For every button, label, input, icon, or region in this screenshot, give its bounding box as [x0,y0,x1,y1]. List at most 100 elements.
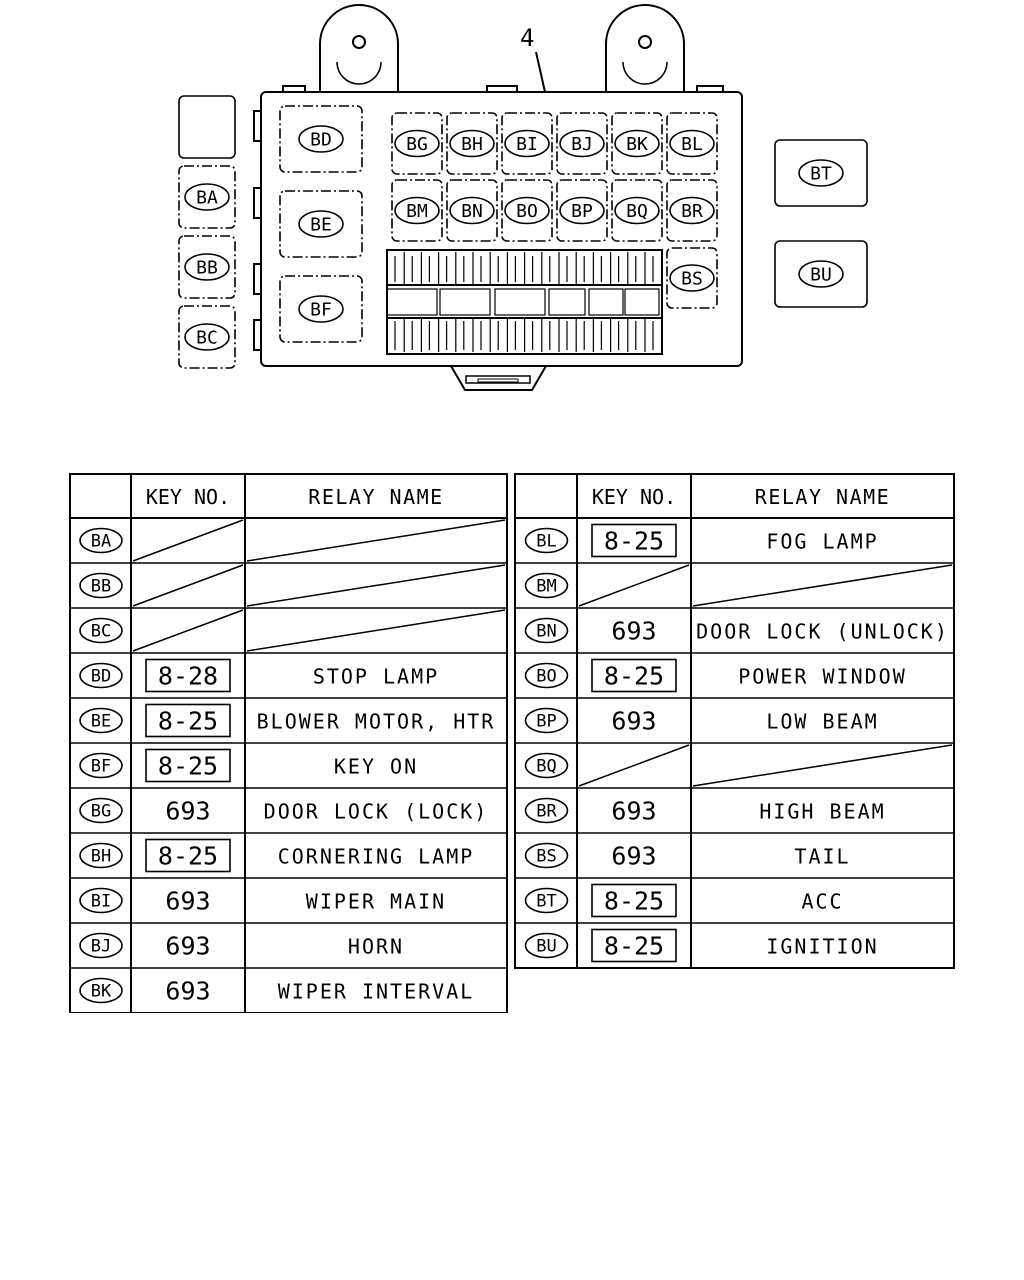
header-key-no: KEY NO. [146,485,230,509]
row-id-bs: BS [524,842,569,869]
relay-name: CORNERING LAMP [278,845,475,869]
key-number: 8-25 [158,707,218,736]
key-box [145,838,231,873]
key-number: 8-28 [158,662,218,691]
table-row-bh: BH 8-25 CORNERING LAMP [70,832,507,873]
table-row-bt: BT 8-25 ACC [515,877,954,918]
relay-bk: BK [611,112,663,175]
relay-bs-label-text: BS [681,268,703,289]
relay-bl-label: BL [669,129,715,158]
relay-bt-label-text: BT [810,163,832,184]
relay-name: POWER WINDOW [738,665,907,689]
row-id-bf: BF [79,752,123,779]
row-id-bd: BD [79,662,123,689]
row-id-bo-text: BO [536,667,556,687]
relay-bg: BG [391,112,443,175]
relay-bp-label-text: BP [571,201,593,222]
row-id-bm-text: BM [536,577,556,597]
key-number: 693 [611,842,656,871]
table-row-bc: BC [70,607,507,652]
row-id-bc: BC [79,617,123,644]
relay-bi-label-text: BI [516,134,538,155]
key-box [145,703,231,738]
relay-bn-label-text: BN [461,201,483,222]
row-id-bu-text: BU [536,937,556,957]
key-number: 8-25 [604,887,664,916]
relay-bb-label-text: BB [196,257,218,278]
relay-bf: BF [279,275,363,343]
row-id-bo: BO [524,662,569,689]
row-id-bc-text: BC [91,622,111,642]
empty-key-slash [578,744,690,787]
relay-name: DOOR LOCK (LOCK) [264,800,489,824]
row-id-bt: BT [524,887,569,914]
key-number: 8-25 [158,752,218,781]
row-id-bb-text: BB [91,577,111,597]
relay-bf-label: BF [298,295,344,323]
relay-bh-label-text: BH [461,134,483,155]
table-row-bg: BG 693 DOOR LOCK (LOCK) [70,787,507,826]
row-id-bg-text: BG [91,802,111,822]
row-id-be-text: BE [91,712,111,732]
key-number: 693 [611,707,656,736]
relay-br: BR [666,179,718,242]
key-number: 8-25 [158,842,218,871]
row-id-bl-text: BL [536,532,556,552]
mounting-hole-left [352,35,366,49]
relay-bm-label: BM [394,196,440,225]
relay-bn-label: BN [449,196,495,225]
empty-name-slash [692,564,953,607]
relay-br-label: BR [669,196,715,225]
relay-bj-label: BJ [559,129,605,158]
relay-bc: BC [178,305,236,369]
table-row-bm: BM [515,562,954,607]
relay-bm-label-text: BM [406,201,428,222]
row-id-br: BR [524,797,569,824]
key-box [591,928,677,963]
row-id-bt-text: BT [536,892,556,912]
relay-name: WIPER INTERVAL [278,980,475,1004]
relay-bd: BD [279,105,363,173]
relay-bj: BJ [556,112,608,175]
relay-name: ACC [801,890,843,914]
row-id-bh: BH [79,842,123,869]
row-id-bq: BQ [524,752,569,779]
relay-bl-label-text: BL [681,134,703,155]
table-row-bu: BU 8-25 IGNITION [515,922,954,963]
row-id-bb: BB [79,572,123,599]
relay-bi: BI [501,112,553,175]
empty-name-slash [246,609,506,652]
relay-bg-label-text: BG [406,134,428,155]
relay-bn: BN [446,179,498,242]
relay-bb: BB [178,235,236,299]
relay-name: WIPER MAIN [306,890,446,914]
relay-name: FOG LAMP [766,530,878,554]
row-id-bn: BN [524,617,569,644]
row-id-bj-text: BJ [91,937,111,957]
relay-bs: BS [666,247,718,309]
row-id-bf-text: BF [91,757,111,777]
relay-be-label: BE [298,210,344,238]
relay-bo-label: BO [504,196,550,225]
relay-name: LOW BEAM [766,710,878,734]
relay-name: TAIL [794,845,850,869]
relay-ba-label-text: BA [196,187,218,208]
key-box [591,883,677,918]
row-id-bs-text: BS [536,847,556,867]
table-row-bq: BQ [515,742,954,787]
relay-bh: BH [446,112,498,175]
relay-bu-label: BU [798,260,844,288]
key-number: 8-25 [604,932,664,961]
row-id-ba-text: BA [91,532,111,552]
row-id-br-text: BR [536,802,557,822]
row-id-bp-text: BP [536,712,556,732]
key-number: 693 [165,797,210,826]
relay-name: IGNITION [766,935,878,959]
row-id-bp: BP [524,707,569,734]
